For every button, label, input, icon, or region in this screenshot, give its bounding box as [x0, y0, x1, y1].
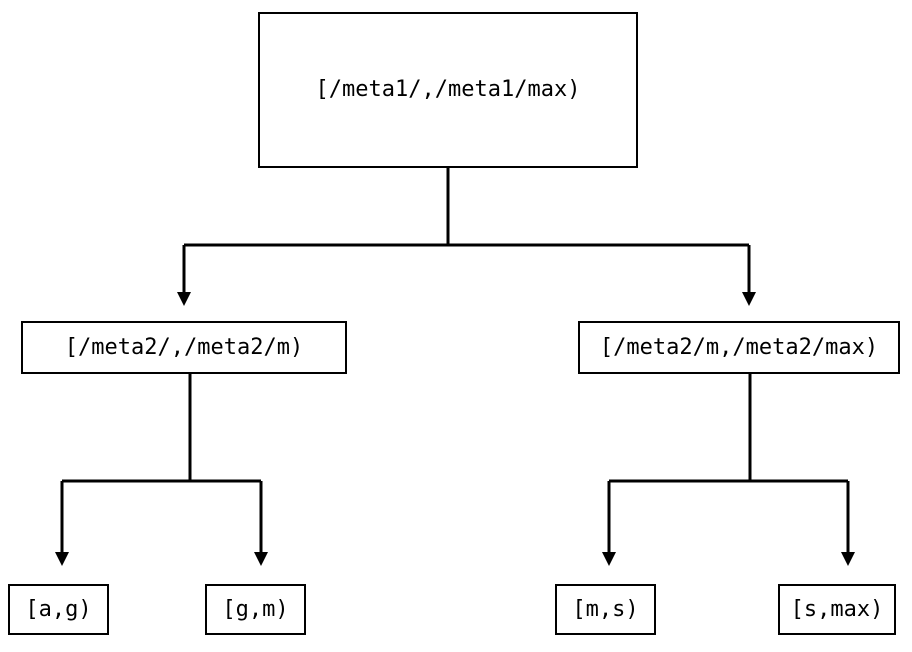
- tree-node-mid-right-label: [/meta2/m,/meta2/max): [599, 334, 879, 360]
- tree-node-root[interactable]: [/meta1/,/meta1/max): [258, 12, 638, 168]
- arrowhead-leaf-2-icon: [254, 552, 268, 566]
- arrowhead-leaf-1-icon: [55, 552, 69, 566]
- arrowhead-mid-left-icon: [177, 292, 191, 306]
- arrowhead-leaf-4-icon: [841, 552, 855, 566]
- tree-node-leaf-4[interactable]: [s,max): [778, 584, 896, 635]
- arrowhead-leaf-3-icon: [602, 552, 616, 566]
- tree-node-leaf-1-label: [a,g): [25, 596, 92, 622]
- tree-node-leaf-1[interactable]: [a,g): [8, 584, 109, 635]
- arrowhead-mid-right-icon: [742, 292, 756, 306]
- tree-node-mid-left[interactable]: [/meta2/,/meta2/m): [21, 321, 347, 374]
- tree-node-leaf-2[interactable]: [g,m): [205, 584, 306, 635]
- tree-node-root-label: [/meta1/,/meta1/max): [315, 77, 581, 102]
- tree-node-leaf-2-label: [g,m): [222, 596, 289, 622]
- tree-node-mid-right[interactable]: [/meta2/m,/meta2/max): [578, 321, 900, 374]
- tree-node-leaf-4-label: [s,max): [790, 596, 884, 622]
- tree-node-leaf-3[interactable]: [m,s): [555, 584, 656, 635]
- tree-node-mid-left-label: [/meta2/,/meta2/m): [64, 334, 304, 360]
- tree-node-leaf-3-label: [m,s): [572, 596, 639, 622]
